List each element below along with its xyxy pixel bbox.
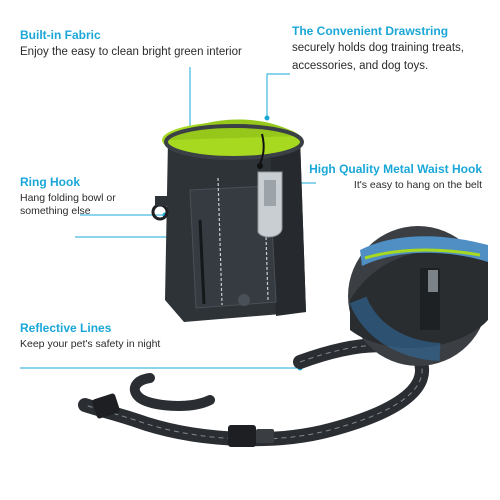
strap-buckle-center xyxy=(228,425,256,447)
drawstring-title: The Convenient Drawstring xyxy=(292,24,449,38)
callout-lines xyxy=(20,67,316,369)
waist-strap xyxy=(78,338,430,447)
fabric-title: Built-in Fabric xyxy=(20,28,101,42)
strap-buckle-left xyxy=(92,393,120,419)
callout-waisthook: High Quality Metal Waist Hook It's easy … xyxy=(309,162,482,192)
ring-hook xyxy=(151,203,169,221)
treat-pouch-bag xyxy=(151,119,306,322)
waisthook-desc: It's easy to hang on the belt xyxy=(353,179,482,191)
callout-reflective: Reflective Lines Keep your pet's safety … xyxy=(20,321,160,351)
ringhook-line1: Hang folding bowl or xyxy=(20,192,116,204)
callout-fabric: Built-in Fabric Enjoy the easy to clean … xyxy=(20,28,242,60)
drawstring-line1: securely holds dog training treats, xyxy=(292,42,464,54)
waisthook-title: High Quality Metal Waist Hook xyxy=(309,162,482,176)
callout-drawstring: The Convenient Drawstring securely holds… xyxy=(292,24,464,74)
inset-photo-belt-hook xyxy=(348,226,488,366)
ringhook-title: Ring Hook xyxy=(20,175,80,189)
ringhook-line2: something else xyxy=(20,205,91,217)
drawstring-leader-line xyxy=(266,73,290,118)
reflective-title: Reflective Lines xyxy=(20,321,112,335)
drawstring-cord xyxy=(259,133,265,165)
drawstring-line2: accessories, and dog toys. xyxy=(292,60,429,72)
callout-ringhook: Ring Hook Hang folding bowl or something… xyxy=(20,175,116,218)
reflective-desc: Keep your pet's safety in night xyxy=(20,338,161,350)
fabric-desc: Enjoy the easy to clean bright green int… xyxy=(20,46,242,58)
